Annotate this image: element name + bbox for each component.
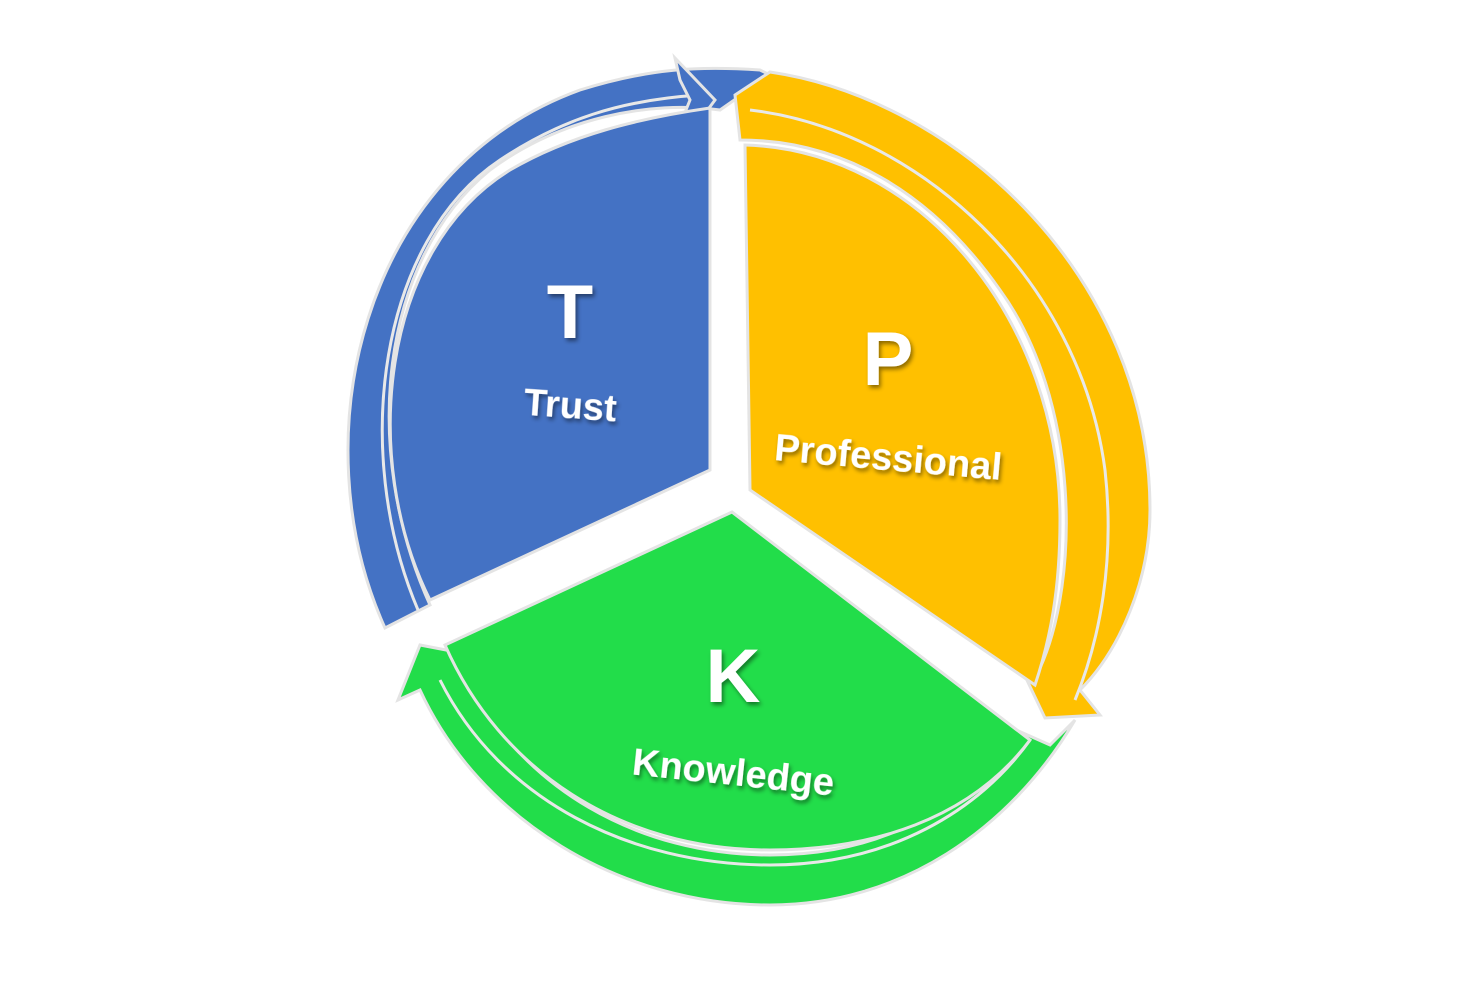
professional-letter: P — [863, 317, 914, 402]
professional-segment — [743, 143, 1062, 688]
knowledge-cycle-arrow — [395, 643, 1077, 907]
knowledge-letter: K — [706, 634, 761, 719]
knowledge-segment — [443, 510, 1033, 852]
trust-label: Trust — [522, 382, 618, 430]
trust-segment — [388, 106, 712, 602]
trust-letter: T — [547, 270, 593, 355]
professional-cycle-arrow — [733, 70, 1152, 720]
